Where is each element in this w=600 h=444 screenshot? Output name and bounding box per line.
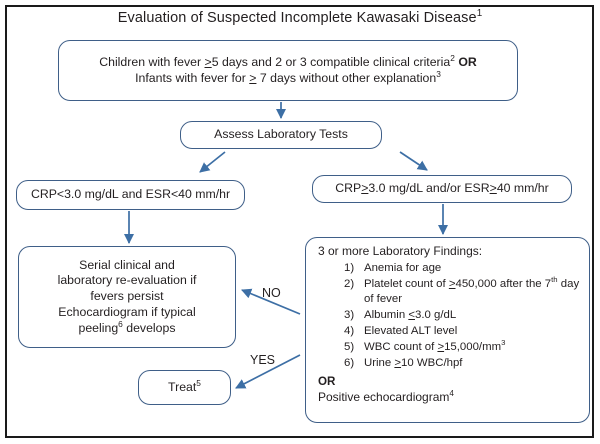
criteria-line-2-b: 7 days without other explanation — [256, 70, 437, 85]
node-crp-high[interactable]: CRP>3.0 mg/dL and/or ESR>40 mm/hr — [312, 175, 572, 203]
finding-5-exponent: 3 — [501, 338, 506, 348]
list-item: Urine >10 WBC/hpf — [344, 356, 581, 371]
findings-list: Anemia for age Platelet count of >450,00… — [322, 261, 581, 371]
less-equal-symbol: < — [408, 308, 415, 321]
page-title-text: Evaluation of Suspected Incomplete Kawas… — [117, 10, 477, 26]
node-treat[interactable]: Treat5 — [138, 370, 231, 405]
serial-line-4: Echocardiogram if typical — [58, 304, 196, 319]
serial-line-5-a: peeling — [78, 320, 119, 335]
node-crp-low[interactable]: CRP<3.0 mg/dL and ESR<40 mm/hr — [16, 180, 245, 210]
serial-line-5-b: develops — [122, 320, 176, 335]
finding-2-text-b: 450,000 after the 7 — [455, 277, 552, 290]
finding-3-text-a: Albumin — [364, 308, 409, 321]
findings-positive-echo-text: Positive echocardiogram — [318, 390, 450, 405]
findings-or: OR — [318, 375, 336, 389]
finding-2-ordinal: th — [551, 275, 558, 285]
node-entry-criteria[interactable]: Children with fever >5 days and 2 or 3 c… — [58, 40, 518, 101]
list-item: Anemia for age — [344, 261, 581, 276]
list-item: Elevated ALT level — [344, 324, 581, 339]
criteria-footnote-2: 2 — [450, 52, 455, 63]
node-assess-label: Assess Laboratory Tests — [214, 127, 348, 142]
greater-equal-symbol: > — [489, 181, 497, 196]
serial-footnote-6: 6 — [118, 318, 123, 329]
list-item: Platelet count of >450,000 after the 7th… — [344, 275, 581, 307]
serial-line-3: fevers persist — [90, 289, 164, 304]
criteria-or: OR — [458, 54, 477, 69]
finding-5-text-a: WBC count of — [364, 341, 438, 354]
page-title-footnote-marker: 1 — [476, 8, 483, 20]
criteria-footnote-3: 3 — [436, 68, 441, 79]
serial-line-5: peeling6 develops — [58, 318, 197, 337]
finding-6-text-a: Urine — [364, 357, 395, 370]
greater-equal-symbol: > — [204, 54, 212, 69]
edge-label-yes: YES — [250, 353, 276, 367]
greater-equal-symbol: > — [249, 70, 257, 85]
serial-line-2: laboratory re-evaluation if — [57, 273, 197, 288]
treat-footnote-5: 5 — [196, 377, 201, 388]
criteria-line-1: Children with fever >5 days and 2 or 3 c… — [99, 52, 477, 71]
node-serial-reevaluation[interactable]: Serial clinical and laboratory re-evalua… — [18, 246, 236, 348]
finding-2-text-a: Platelet count of — [364, 277, 449, 290]
finding-1-text: Anemia for age — [364, 261, 442, 274]
greater-equal-symbol: > — [437, 341, 445, 354]
treat-text: Treat — [168, 379, 197, 394]
finding-6-text-b: 10 WBC/hpf — [401, 357, 463, 370]
page-title: Evaluation of Suspected Incomplete Kawas… — [0, 8, 600, 26]
findings-positive-echo: Positive echocardiogram4 — [318, 390, 581, 406]
finding-4-text: Elevated ALT level — [364, 325, 458, 338]
serial-line-1: Serial clinical and — [79, 257, 175, 272]
criteria-line-2-a: Infants with fever for — [135, 70, 250, 85]
list-item: Albumin <3.0 g/dL — [344, 308, 581, 323]
node-crp-low-label: CRP<3.0 mg/dL and ESR<40 mm/hr — [30, 187, 231, 202]
greater-equal-symbol: > — [394, 357, 402, 370]
finding-3-text-b: 3.0 g/dL — [414, 308, 457, 321]
node-crp-high-label: CRP>3.0 mg/dL and/or ESR>40 mm/hr — [335, 181, 549, 197]
criteria-line-1-a: Children with fever — [99, 54, 205, 69]
criteria-line-1-b: 5 days and 2 or 3 compatible clinical cr… — [211, 54, 451, 69]
edge-label-no: NO — [262, 286, 281, 300]
findings-footnote-4: 4 — [449, 389, 454, 399]
findings-heading: 3 or more Laboratory Findings: — [318, 244, 483, 258]
greater-equal-symbol: > — [448, 277, 456, 290]
crp-high-a: CRP — [335, 181, 362, 196]
finding-5-text-b: 15,000/mm — [444, 341, 502, 354]
node-assess-laboratory-tests[interactable]: Assess Laboratory Tests — [180, 121, 382, 149]
list-item: WBC count of >15,000/mm3 — [344, 338, 581, 355]
crp-high-b: 3.0 mg/dL and/or ESR — [368, 181, 490, 196]
greater-equal-symbol: > — [361, 181, 369, 196]
crp-high-c: 40 mm/hr — [496, 181, 549, 196]
node-laboratory-findings[interactable]: 3 or more Laboratory Findings: Anemia fo… — [305, 237, 590, 423]
node-treat-label: Treat5 — [168, 377, 201, 396]
criteria-line-2: Infants with fever for > 7 days without … — [99, 68, 477, 87]
finding-2-text-c: day of fever — [364, 277, 580, 305]
